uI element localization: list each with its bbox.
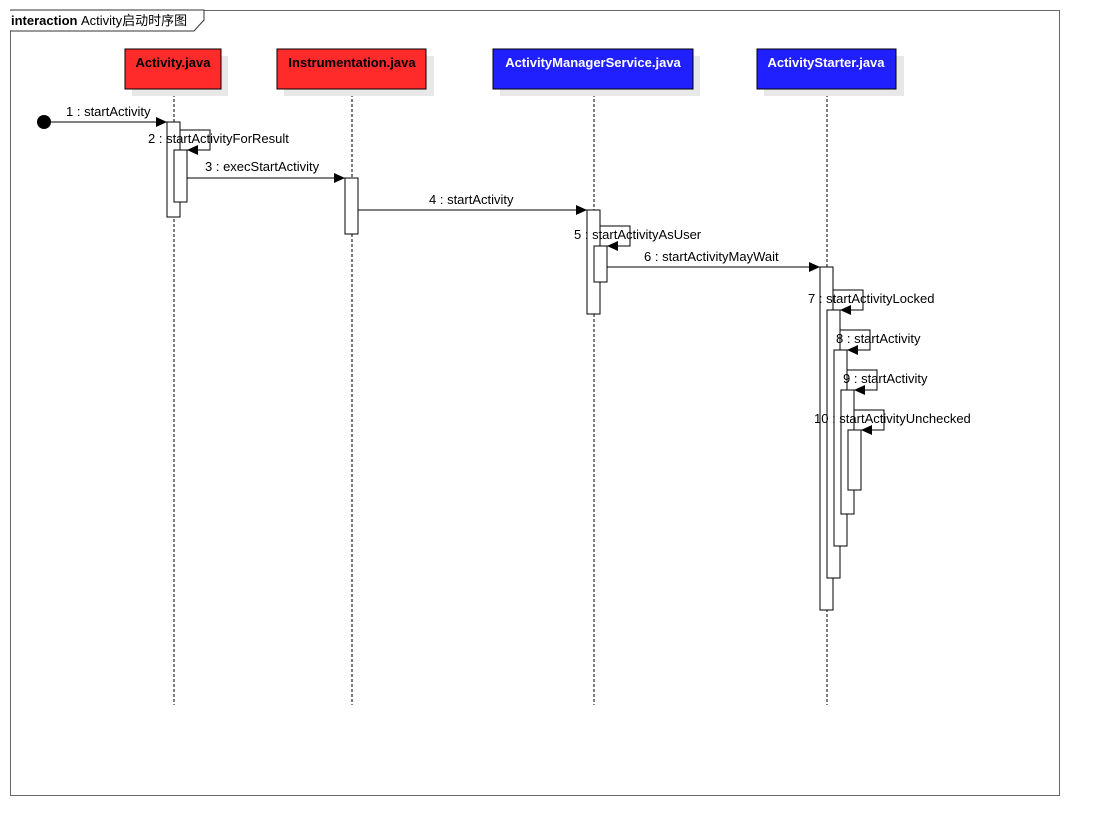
message-9: 9 : startActivity <box>843 369 928 395</box>
message-1: 1 : startActivity <box>37 104 167 129</box>
message-10-arrow <box>854 409 885 435</box>
message-2: 2 : startActivityForResult <box>148 129 289 155</box>
message-2-label: 2 : startActivityForResult <box>148 131 289 146</box>
message-4-label: 4 : startActivity <box>429 192 514 207</box>
header-label: Activity.java <box>136 55 212 70</box>
activation-bar <box>593 245 608 283</box>
activation-bar <box>173 149 188 203</box>
lifeline-header-starter[interactable]: ActivityStarter.java <box>756 48 904 96</box>
header-box <box>492 48 694 90</box>
message-10: 10 : startActivityUnchecked <box>814 409 971 435</box>
activation-bar <box>344 177 359 235</box>
message-8-arrow <box>840 329 871 355</box>
message-3-label: 3 : execStartActivity <box>205 159 320 174</box>
message-7-arrow <box>833 289 864 315</box>
lifeline-header-ams[interactable]: ActivityManagerService.java <box>492 48 700 96</box>
message-8-label: 8 : startActivity <box>836 331 921 346</box>
message-5-arrow <box>600 225 631 251</box>
frame-keyword: interaction <box>11 13 78 28</box>
message-6-label: 6 : startActivityMayWait <box>644 249 779 264</box>
message-5: 5 : startActivityAsUser <box>574 225 702 251</box>
message-9-label: 9 : startActivity <box>843 371 928 386</box>
interaction-frame <box>10 10 1060 796</box>
header-box <box>756 48 897 90</box>
message-6: 6 : startActivityMayWait <box>607 249 820 272</box>
header-label: ActivityStarter.java <box>767 55 885 70</box>
header-label: ActivityManagerService.java <box>505 55 681 70</box>
frame-title-tab: interaction Activity启动时序图 <box>10 9 205 32</box>
lifeline-header-activity[interactable]: Activity.java <box>124 48 228 96</box>
message-9-arrow <box>847 369 878 395</box>
message-7: 7 : startActivityLocked <box>808 289 934 315</box>
message-4: 4 : startActivity <box>358 192 587 215</box>
header-box <box>124 48 222 90</box>
message-10-label: 10 : startActivityUnchecked <box>814 411 971 426</box>
message-3: 3 : execStartActivity <box>187 159 345 183</box>
lifeline-header-instrumentation[interactable]: Instrumentation.java <box>276 48 434 96</box>
message-1-label: 1 : startActivity <box>66 104 151 119</box>
frame-title: Activity启动时序图 <box>81 13 187 28</box>
message-2-arrow <box>180 129 211 155</box>
message-8: 8 : startActivity <box>836 329 921 355</box>
activation-bar <box>847 429 862 491</box>
header-box <box>276 48 427 90</box>
message-7-label: 7 : startActivityLocked <box>808 291 934 306</box>
message-5-label: 5 : startActivityAsUser <box>574 227 702 242</box>
header-label: Instrumentation.java <box>288 55 416 70</box>
